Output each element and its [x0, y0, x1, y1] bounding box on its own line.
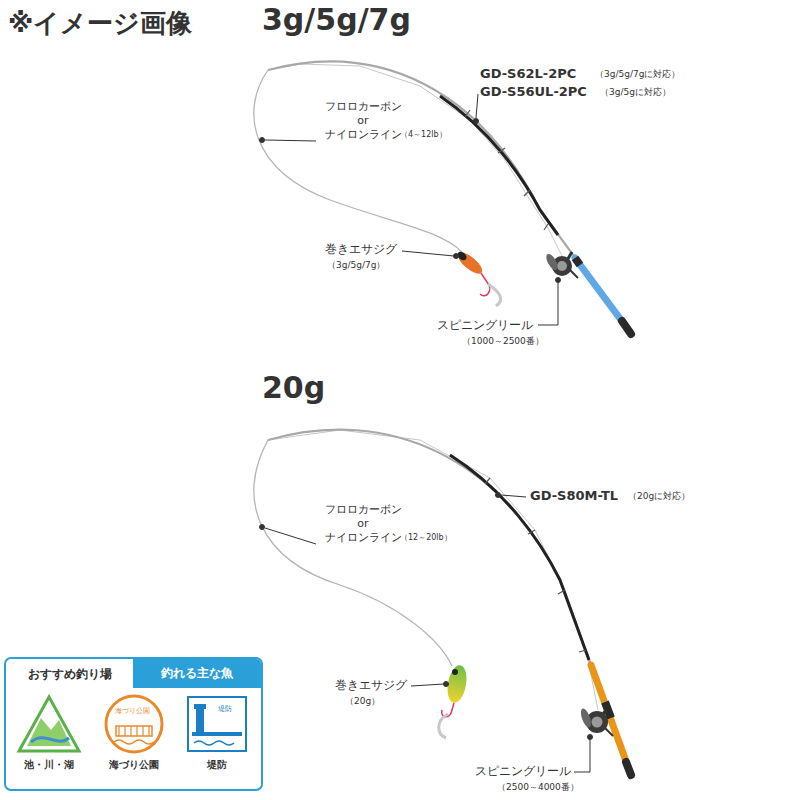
tab-label: おすすめ釣り場 — [8, 661, 132, 687]
rod-blank — [440, 96, 558, 235]
tab-label: 釣れる主な魚 — [133, 659, 261, 688]
rod-guides — [485, 478, 586, 652]
spot-icon: 海づり公園海づり公園 — [96, 694, 172, 774]
spot-name: 海づり公園 — [96, 758, 172, 772]
image-note: ※イメージ画像 — [8, 8, 192, 39]
rod-set-small — [254, 61, 631, 334]
spot-icon: 堤防堤防 — [180, 694, 254, 774]
icon-art — [12, 694, 86, 754]
icon-art — [96, 694, 172, 754]
info-panel — [5, 658, 262, 790]
rod-blank — [268, 430, 630, 772]
rod-grip — [622, 321, 631, 334]
spot-icon: 池・川・湖 — [12, 694, 86, 774]
rod-blank — [268, 61, 630, 332]
rod-grip — [591, 665, 630, 772]
fishing-line — [268, 430, 598, 710]
fishing-line — [254, 440, 452, 666]
rod-model: GD-S56UL-2PC — [480, 84, 587, 100]
rod-spec: （20gに対応） — [628, 491, 690, 502]
icon-text: 堤防 — [206, 704, 244, 714]
rod-guides — [465, 110, 548, 230]
icon-text: 海づり公園 — [96, 706, 168, 716]
reel-seat — [575, 258, 580, 265]
rod-spec: （3g/5g/7gに対応） — [595, 69, 680, 80]
line-spec: （12～20lb） — [400, 533, 452, 543]
icon-art — [180, 694, 254, 754]
rod-blank — [450, 455, 589, 660]
reel-spec: （2500～4000番） — [497, 782, 579, 793]
rod-model: GD-S62L-2PC — [480, 66, 576, 82]
reel-name: スピニングリール — [475, 764, 571, 778]
leader-lines — [260, 94, 593, 772]
tab-text: 釣れる主な魚 — [161, 665, 233, 682]
lure-name: 巻きエサジグ — [335, 678, 407, 692]
line-type: フロロカーボン or ナイロンライン — [318, 503, 408, 544]
weight-heading: 20g — [262, 370, 325, 406]
rod-grip — [626, 762, 631, 775]
lure-spec: （3g/5g/7g） — [327, 260, 385, 271]
jig-lure — [455, 249, 501, 306]
fishing-line — [254, 70, 462, 252]
lure-spec: （20g） — [345, 696, 380, 707]
line-spec: （4～12lb） — [400, 130, 447, 140]
reel-spec: （1000～2500番） — [462, 336, 544, 347]
rod-set-large — [254, 430, 631, 775]
spinning-reel — [579, 707, 613, 736]
spot-name: 堤防 — [180, 758, 254, 772]
spinning-reel — [544, 252, 578, 278]
tab-text: おすすめ釣り場 — [28, 666, 112, 683]
reel-name: スピニングリール — [437, 318, 533, 332]
rod-spec: （3g/5gに対応） — [600, 87, 671, 98]
lure-name: 巻きエサジグ — [325, 242, 397, 256]
jig-lure — [439, 664, 469, 738]
weight-heading: 3g/5g/7g — [262, 2, 411, 38]
line-type: フロロカーボン or ナイロンライン — [318, 100, 408, 141]
spot-name: 池・川・湖 — [12, 758, 86, 772]
rod-model: GD-S80M-TL — [530, 488, 618, 504]
